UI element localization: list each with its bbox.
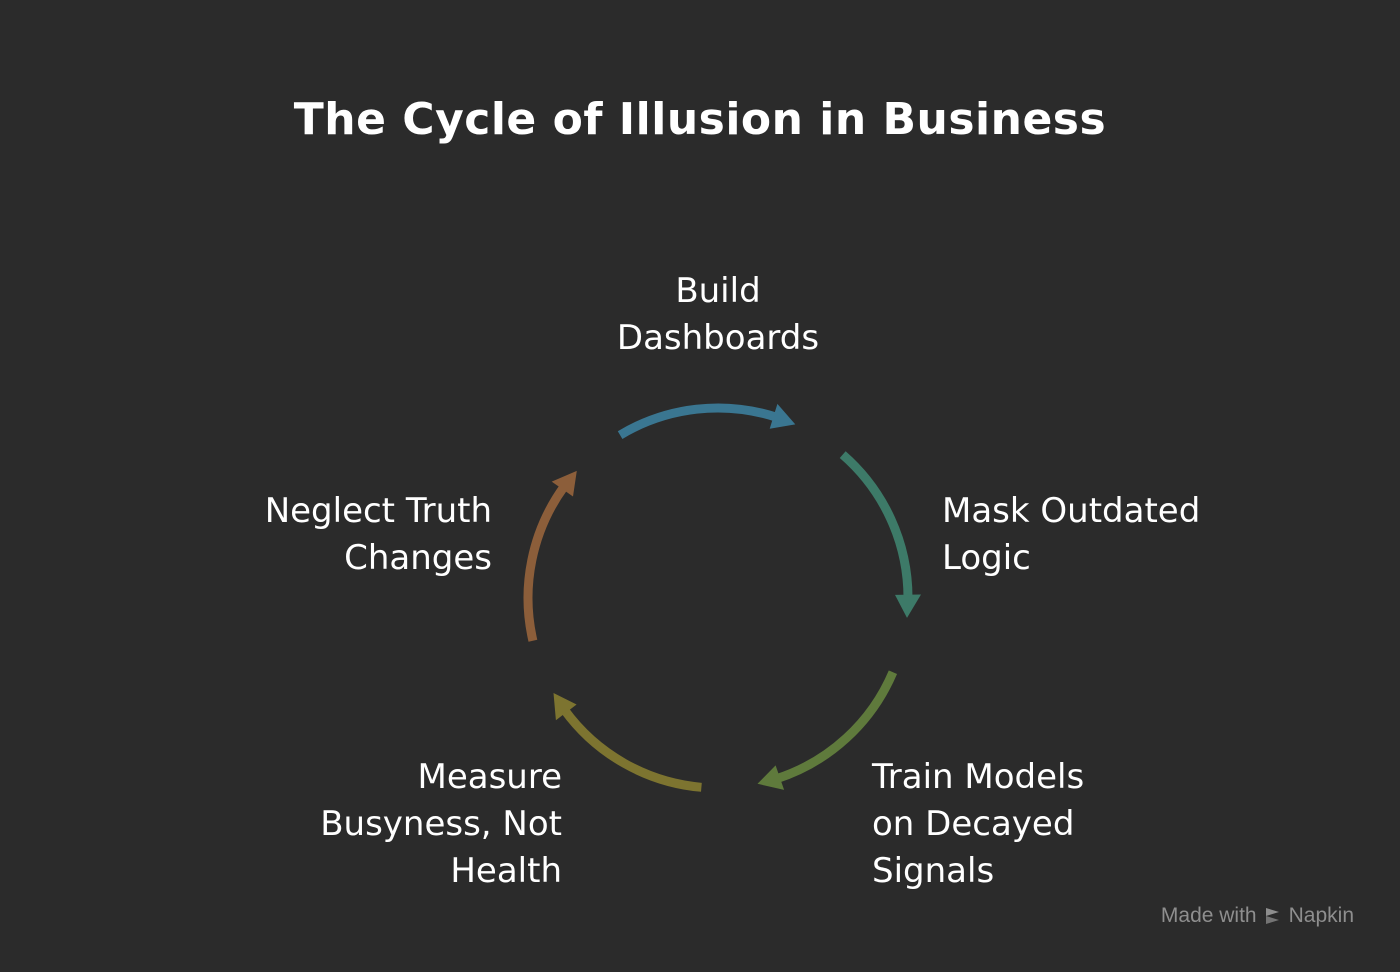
arrow-neglect-to-build-arc [523,483,568,642]
made-with-napkin-badge[interactable]: Made with Napkin [1161,904,1354,928]
arrow-neglect-to-build-head [551,470,577,497]
napkin-icon [1265,908,1279,924]
arrow-measure-to-neglect-arc [560,707,702,792]
napkin-brand-text: Napkin [1288,904,1354,927]
step-label-measure-busyness: Measure Busyness, Not Health [320,757,562,891]
arrow-mask-to-train-arc [839,451,913,599]
arrow-train-to-measure-arc [775,670,898,783]
step-label-train-models: Train Models on Decayed Signals [872,757,1085,891]
arrow-build-to-mask-arc [617,403,779,439]
step-label-build-dashboards: Build Dashboards [616,271,820,358]
diagram-title: The Cycle of Illusion in Business [293,94,1107,145]
step-label-mask-outdated-logic: Mask Outdated Logic [942,491,1201,578]
arrow-train-to-measure-head [757,765,785,790]
step-label-neglect-truth: Neglect Truth Changes [264,491,492,578]
arrow-build-to-mask-head [769,403,796,429]
arrow-measure-to-neglect-head [553,693,577,721]
made-with-text: Made with [1160,904,1257,927]
arrow-mask-to-train-head [895,594,921,618]
